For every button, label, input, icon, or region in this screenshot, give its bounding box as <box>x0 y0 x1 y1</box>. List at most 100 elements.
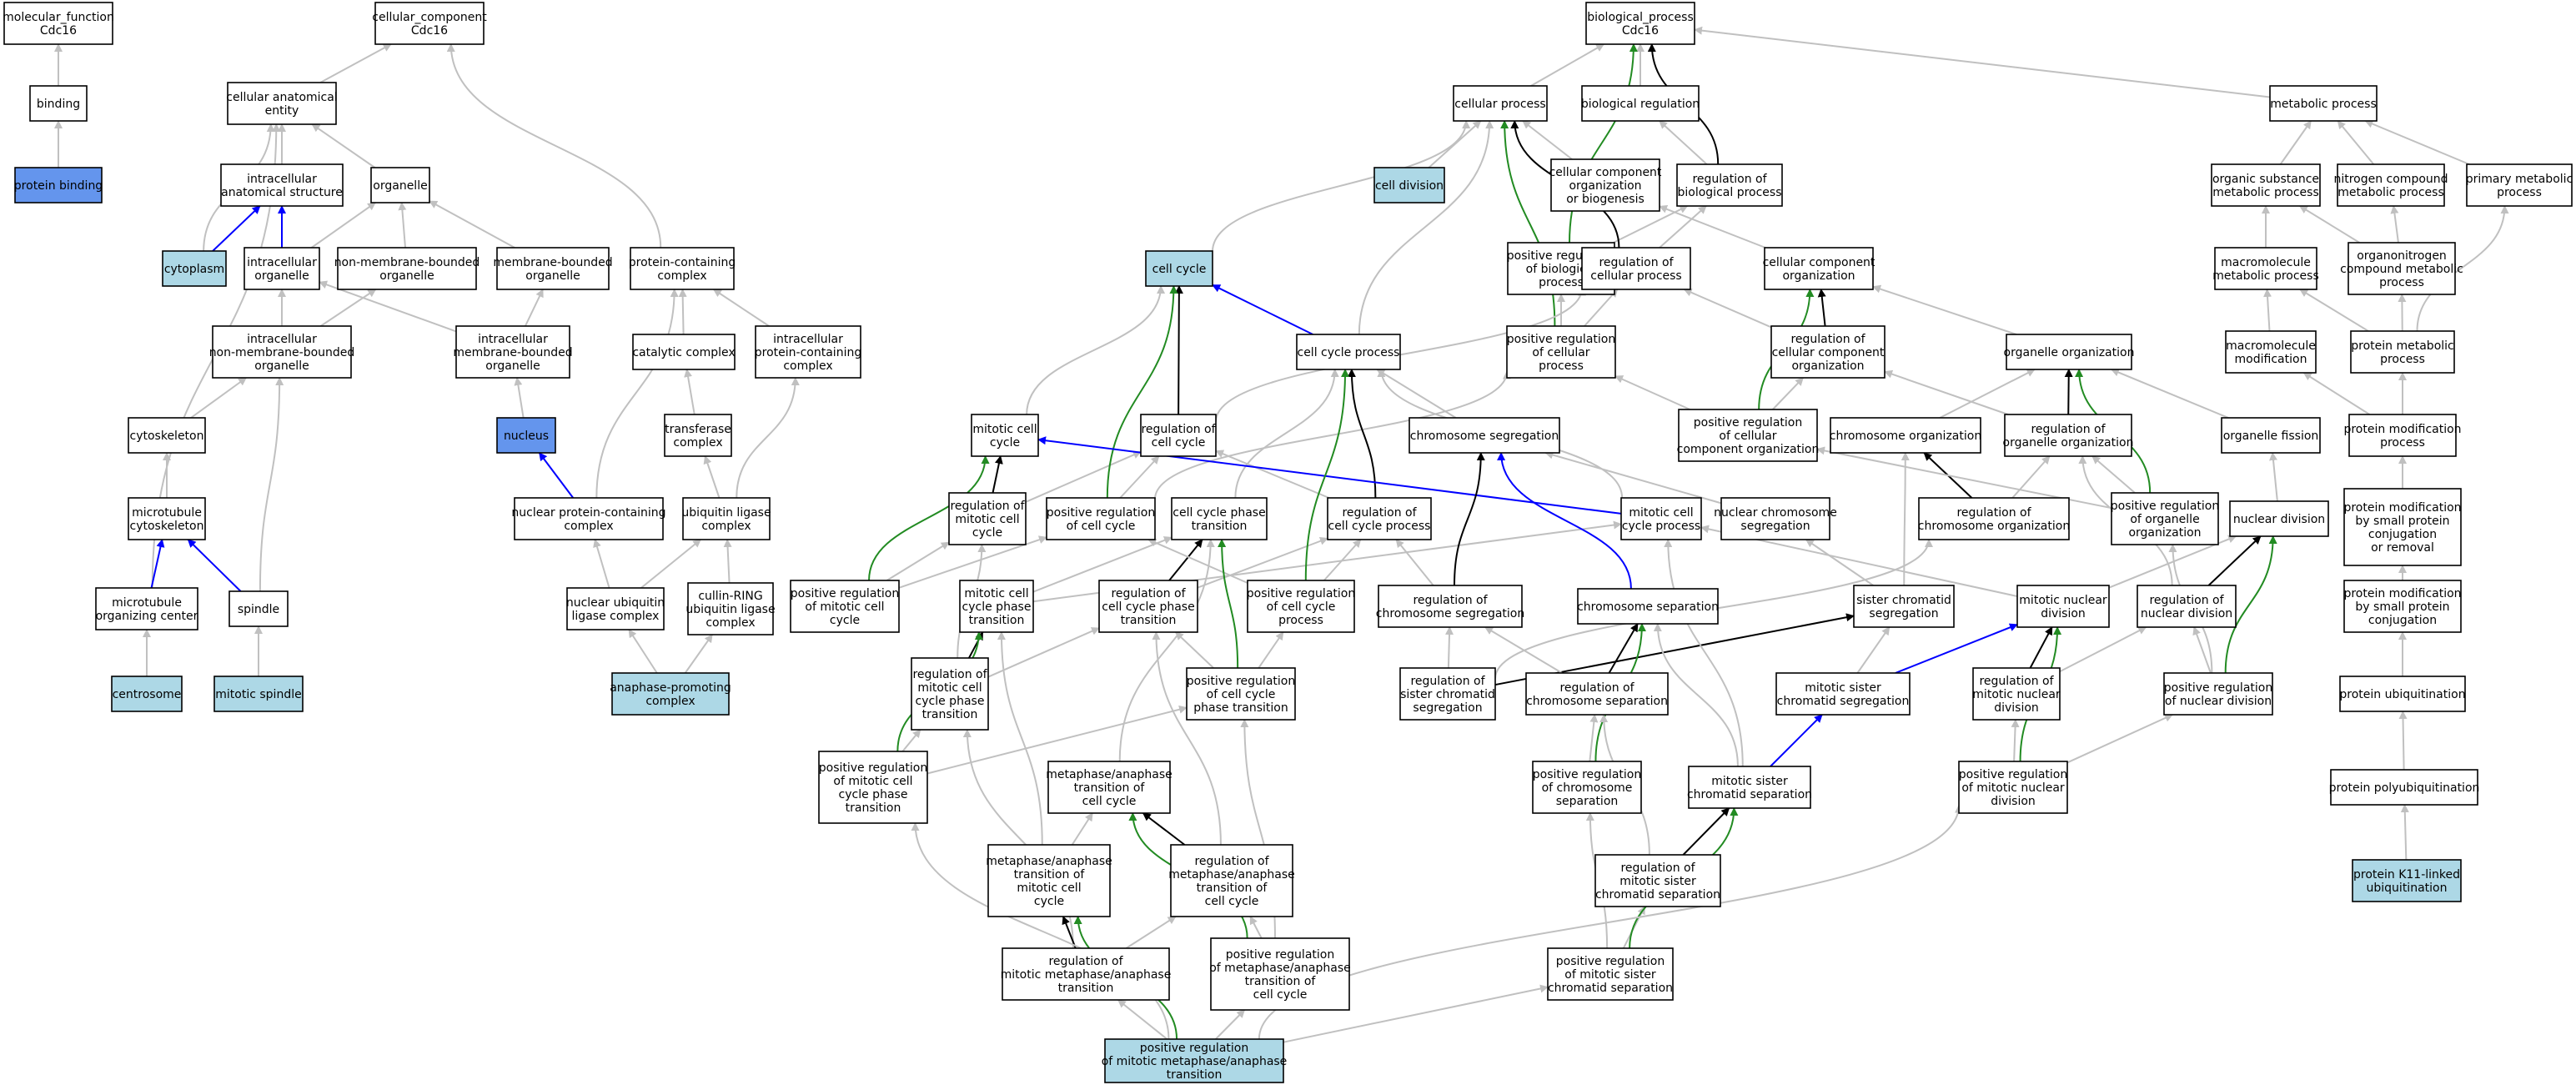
node-chrom-sep[interactable]: chromosome separation <box>1577 588 1719 625</box>
node-mitotic-spindle[interactable]: mitotic spindle <box>213 676 304 712</box>
node-binding[interactable]: binding <box>29 85 88 122</box>
node-spindle[interactable]: spindle <box>228 590 289 627</box>
node-cell-cycle[interactable]: cell cycle <box>1145 250 1213 287</box>
node-i-nmb-org[interactable]: intracellularnon-membrane-boundedorganel… <box>209 325 355 379</box>
node-metabolic[interactable]: metabolic process <box>2269 85 2378 122</box>
node-chrom-org[interactable]: chromosome organization <box>1830 417 1981 454</box>
node-nuclear-division[interactable]: nuclear division <box>2229 500 2329 537</box>
node-bio-reg[interactable]: biological regulation <box>1581 85 1700 122</box>
node-ccp[interactable]: cell cycle process <box>1296 334 1401 370</box>
node-org-fission[interactable]: organelle fission <box>2221 417 2321 454</box>
node-cellular-process[interactable]: cellular process <box>1453 85 1548 122</box>
node-nucleus[interactable]: nucleus <box>496 417 556 454</box>
node-cell-division[interactable]: cell division <box>1373 167 1445 203</box>
node-prot-ubiq[interactable]: protein ubiquitination <box>2339 676 2466 712</box>
node-org-org[interactable]: organelle organization <box>2004 334 2135 370</box>
node-protein-binding[interactable]: protein binding <box>14 167 103 203</box>
node-prot-polyubiq[interactable]: protein polyubiquitination <box>2329 769 2480 806</box>
node-catalytic[interactable]: catalytic complex <box>632 334 736 370</box>
node-chrom-seg[interactable]: chromosome segregation <box>1409 417 1560 454</box>
node-cytoplasm[interactable]: cytoplasm <box>162 250 227 287</box>
node-cytoskeleton[interactable]: cytoskeleton <box>128 417 206 454</box>
node-centrosome[interactable]: centrosome <box>111 676 183 712</box>
node-reg-mat-cc[interactable]: regulation ofmetaphase/anaphasetransitio… <box>1168 844 1295 917</box>
node-organelle[interactable]: organelle <box>370 167 430 203</box>
